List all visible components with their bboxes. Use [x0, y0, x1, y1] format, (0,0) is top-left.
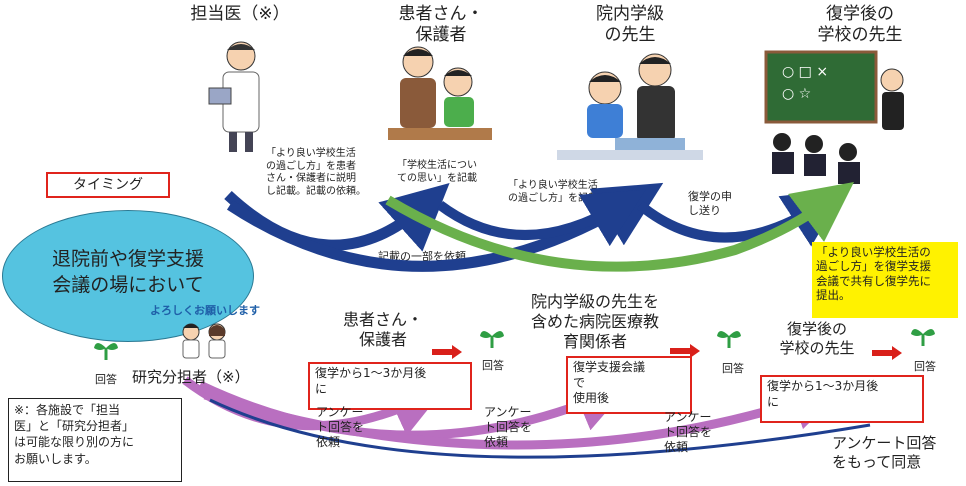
return-teacher-title: 復学後の 学校の先生 — [817, 4, 903, 46]
timing-bubble-text: 退院前や復学支援 会議の場において — [51, 248, 204, 296]
doctor-note: 「より良い学校生活 の過ごし方」を患者 さん・保護者に説明 し記載。記載の依頼。 — [266, 148, 366, 197]
survey-request-2: アンケー ト回答を 依頼 — [484, 405, 533, 449]
teacher-note: 「より良い学校生活 の過ごし方」を記載。 — [508, 180, 608, 204]
answer-label: 回答 — [95, 373, 117, 386]
patient-note: 「学校生活につい ての思い」を記載 — [397, 160, 497, 185]
answer-label: 回答 — [914, 360, 936, 373]
timing-box-2: 復学支援会議 で 使用後 — [566, 356, 692, 414]
timing-box-3: 復学から1〜3か月後 に — [760, 375, 924, 423]
hospital-teacher-title: 院内学級 の先生 — [596, 4, 664, 46]
red-arrow-icon — [670, 344, 700, 358]
survey-request-1: アンケー ト回答を 依頼 — [316, 405, 365, 449]
doctor-illustration — [208, 41, 260, 152]
timing-box-1: 復学から1〜3か月後 に — [308, 362, 472, 410]
answer-label: 回答 — [722, 362, 744, 375]
partial-request-note: 記載の一部を依頼 — [378, 250, 466, 263]
researchers-illustration — [182, 323, 226, 359]
timing-bubble: 退院前や復学支援 会議の場において — [2, 210, 254, 342]
survey-request-3: アンケー ト回答を 依頼 — [664, 410, 713, 454]
footnote: ※：各施設で「担当 医」と「研究分担者」 は可能な限り別の方に お願いします。 — [8, 398, 182, 482]
consent-note: アンケート回答 をもって同意 — [832, 434, 937, 471]
classroom-illustration: ○ □ × ○ ☆ — [764, 50, 904, 184]
answer-sprout-icon — [94, 343, 118, 360]
patient-title: 患者さん・ 保護者 — [398, 4, 484, 46]
answer-sprout-icon — [717, 331, 741, 348]
middle-patient-label: 患者さん・ 保護者 — [342, 310, 423, 349]
answer-sprout-icon — [480, 331, 504, 348]
researcher-label: 研究分担者（※） — [132, 368, 250, 386]
svg-text:○ □ ×: ○ □ × — [782, 64, 828, 80]
shared-note: 「より良い学校生活の 過ごし方」を復学支援 会議で共有し復学先に 提出。 — [812, 242, 958, 318]
doctor-title: 担当医（※） — [190, 4, 290, 24]
middle-return-teacher-label: 復学後の 学校の先生 — [779, 320, 855, 357]
handover-note: 復学の申 し送り — [688, 190, 732, 217]
red-arrow-icon — [872, 346, 902, 360]
patient-parent-illustration — [388, 46, 492, 140]
svg-text:○ ☆: ○ ☆ — [782, 86, 811, 102]
timing-box: タイミング — [46, 172, 170, 198]
researcher-banner: よろしくお願いします — [150, 304, 260, 317]
timing-label: タイミング — [73, 177, 143, 193]
hospital-teacher-illustration — [557, 53, 703, 160]
answer-label: 回答 — [482, 359, 504, 372]
middle-hospital-label: 院内学級の先生を 含めた病院医療教 育関係者 — [530, 292, 659, 351]
answer-sprout-icon — [911, 329, 935, 346]
red-arrow-icon — [432, 345, 462, 359]
